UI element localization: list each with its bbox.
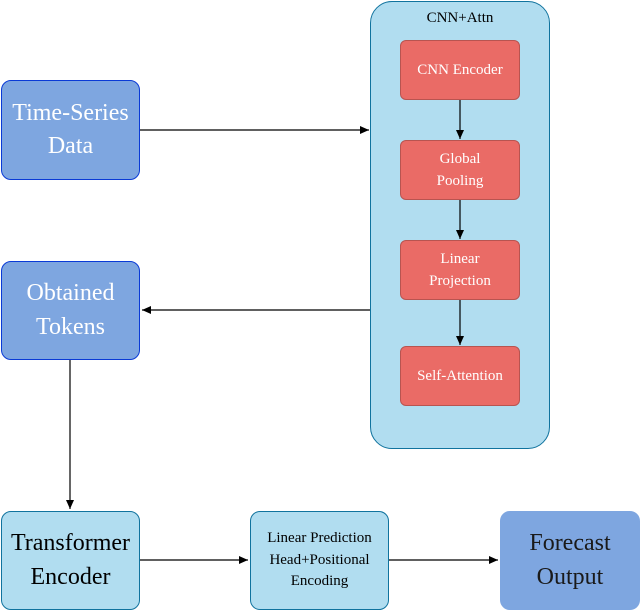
node-obtained-tokens-label: Obtained Tokens — [26, 280, 115, 340]
node-self-attention-label: Self-Attention — [417, 367, 503, 384]
node-self-attention[interactable]: Self-Attention — [400, 346, 520, 406]
node-cnn-encoder-label: CNN Encoder — [417, 61, 503, 78]
node-time-series-data[interactable]: Time-Series Data — [1, 80, 140, 180]
node-transformer-encoder-label: Transformer Encoder — [10, 530, 131, 590]
node-time-series-data-label: Time-Series Data — [12, 99, 129, 159]
node-transformer-encoder[interactable]: Transformer Encoder — [1, 511, 140, 610]
node-forecast-output-label: Forecast Output — [529, 530, 611, 590]
node-linear-prediction-head[interactable]: Linear Prediction Head+Positional Encodi… — [250, 511, 389, 610]
node-linear-prediction-head-label: Linear Prediction Head+Positional Encodi… — [267, 529, 372, 590]
node-global-pooling-label: Global Pooling — [436, 150, 484, 190]
node-global-pooling[interactable]: Global Pooling — [400, 140, 520, 200]
group-title: CNN+Attn — [426, 10, 494, 26]
node-linear-projection-label: Linear Projection — [429, 250, 491, 290]
node-cnn-encoder[interactable]: CNN Encoder — [400, 40, 520, 100]
node-obtained-tokens[interactable]: Obtained Tokens — [1, 261, 140, 360]
node-linear-projection[interactable]: Linear Projection — [400, 240, 520, 300]
node-forecast-output[interactable]: Forecast Output — [500, 511, 640, 610]
